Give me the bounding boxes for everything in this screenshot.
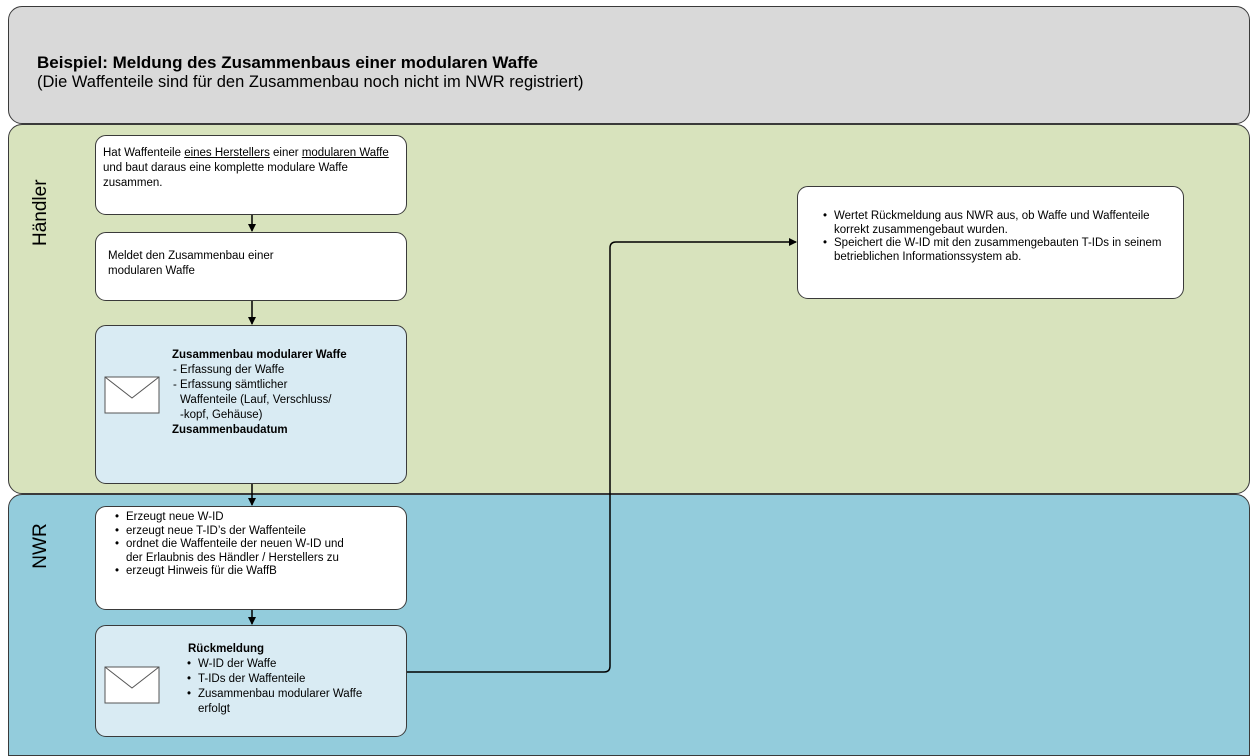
box4-item: Erzeugt neue W-ID (115, 511, 346, 525)
box6-item: Speichert die W-ID mit den zusammengebau… (823, 237, 1169, 264)
box4-item: erzeugt Hinweis für die WaffB (115, 565, 346, 579)
box5-item: T-IDs der Waffenteile (187, 672, 388, 687)
box1-text-b: eines Herstellers (184, 147, 270, 159)
box4-list: Erzeugt neue W-ID erzeugt neue T-ID’s de… (114, 511, 346, 579)
box3-line2: - Erfassung sämtlicher (173, 379, 288, 391)
header-lane: Beispiel: Meldung des Zusammenbaus einer… (8, 6, 1250, 124)
arrow-box5-box6 (406, 238, 797, 673)
box4-item: erzeugt neue T-ID’s der Waffenteile (115, 525, 346, 539)
envelope-icon (104, 376, 160, 414)
box5-item: W-ID der Waffe (187, 657, 388, 672)
step-box-nwr-processing: Erzeugt neue W-ID erzeugt neue T-ID’s de… (95, 506, 407, 610)
envelope-icon (104, 666, 160, 704)
diagram-title: Beispiel: Meldung des Zusammenbaus einer… (37, 53, 538, 72)
message-box-feedback: Rückmeldung W-ID der Waffe T-IDs der Waf… (95, 625, 407, 737)
step-box-report: Meldet den Zusammenbau einer modularen W… (95, 232, 407, 301)
box3-footer: Zusammenbaudatum (172, 424, 288, 436)
box1-text-e: und baut daraus eine komplette modulare … (103, 162, 348, 189)
box6-item: Wertet Rückmeldung aus NWR aus, ob Waffe… (823, 210, 1169, 237)
box3-line1: - Erfassung der Waffe (173, 364, 285, 376)
box5-item: Zusammenbau modularer Waffe erfolgt (187, 687, 363, 717)
diagram-subtitle: (Die Waffenteile sind für den Zusammenba… (37, 73, 584, 91)
box6-list: Wertet Rückmeldung aus NWR aus, ob Waffe… (822, 210, 1169, 264)
box3-line3: Waffenteile (Lauf, Verschluss/ (180, 394, 332, 406)
step-box-evaluate: Wertet Rückmeldung aus NWR aus, ob Waffe… (797, 186, 1184, 299)
box3-line4: -kopf, Gehäuse) (180, 409, 263, 421)
box1-text-a: Hat Waffenteile (103, 147, 185, 159)
box5-list: W-ID der Waffe T-IDs der Waffenteile Zus… (187, 657, 388, 717)
box2-text: Meldet den Zusammenbau einer modularen W… (108, 250, 274, 277)
box1-text-d: modularen Waffe (301, 147, 389, 159)
step-box-assemble: Hat Waffenteile eines Herstellers einer … (95, 135, 407, 215)
message-box-assembly: Zusammenbau modularer Waffe - Erfassung … (95, 325, 407, 484)
box4-item: ordnet die Waffenteile der neuen W-ID un… (115, 538, 346, 565)
box1-text-c: einer (269, 147, 302, 159)
box5-title: Rückmeldung (188, 643, 265, 655)
box3-title: Zusammenbau modularer Waffe (172, 349, 347, 361)
